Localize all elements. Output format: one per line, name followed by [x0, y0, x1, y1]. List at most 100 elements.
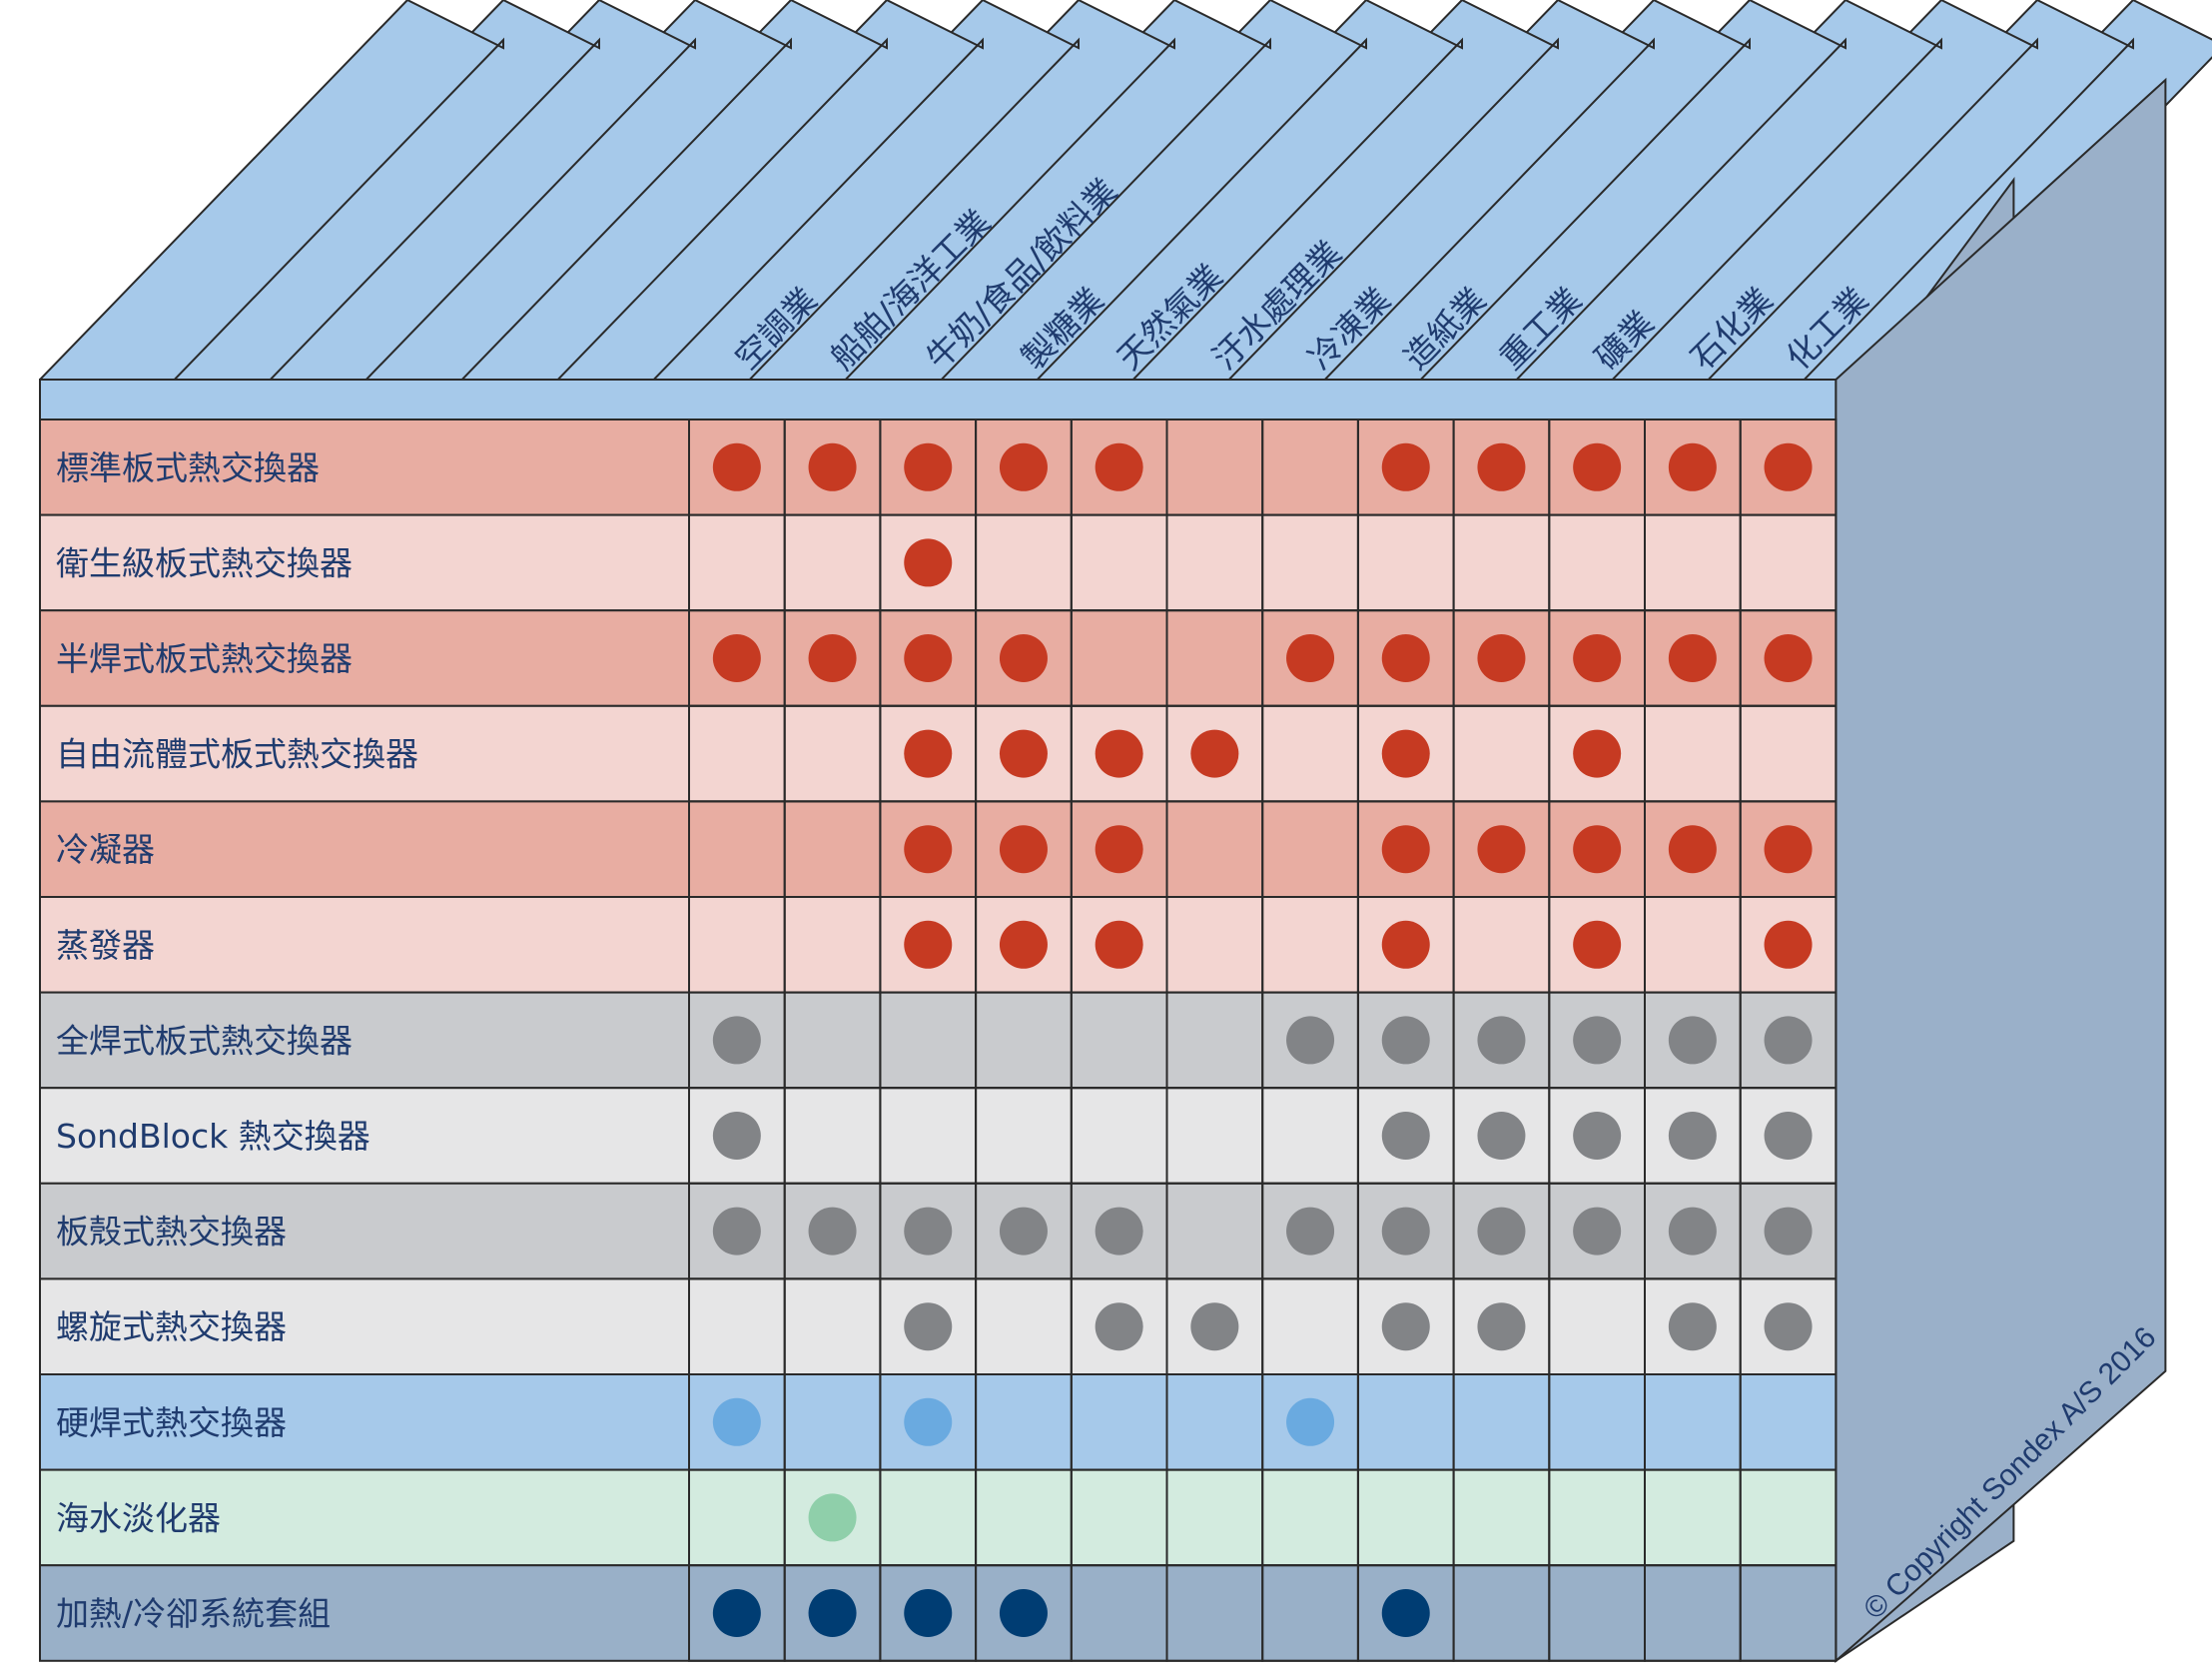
availability-dot: [1381, 1016, 1430, 1065]
availability-dot: [1095, 1207, 1143, 1256]
availability-dot: [1286, 634, 1335, 682]
row-label: 半焊式板式熱交換器: [56, 639, 353, 678]
availability-dot: [1668, 825, 1717, 874]
availability-dot: [1764, 1016, 1813, 1065]
row-label: 衛生級板式熱交換器: [56, 543, 353, 582]
availability-dot: [1668, 1207, 1717, 1256]
availability-dot: [1668, 442, 1717, 491]
matrix-body: [39, 419, 1838, 1662]
header-slab-layer: [39, 0, 2212, 1664]
matrix-row: [39, 1468, 1838, 1567]
availability-dot: [1477, 1016, 1526, 1065]
availability-dot: [1573, 825, 1622, 874]
matrix-row: [39, 419, 1838, 516]
row-label: 標準板式熱交換器: [56, 448, 320, 487]
availability-dot: [1764, 920, 1813, 969]
availability-dot: [904, 1302, 953, 1351]
matrix-row: [39, 991, 1838, 1090]
availability-dot: [1477, 442, 1526, 491]
availability-dot: [1764, 825, 1813, 874]
availability-dot: [1573, 1207, 1622, 1256]
availability-dot: [808, 1493, 857, 1542]
availability-dot: [1095, 825, 1143, 874]
row-label: 板殼式熱交換器: [56, 1213, 287, 1252]
availability-dot: [1764, 442, 1813, 491]
availability-dot: [1573, 442, 1622, 491]
row-label: SondBlock 熱交換器: [56, 1117, 370, 1156]
matrix-dots: [712, 442, 1813, 1637]
availability-dot: [712, 1016, 761, 1065]
availability-dot: [1190, 729, 1239, 778]
row-label: 海水淡化器: [56, 1498, 221, 1537]
availability-dot: [1477, 1112, 1526, 1160]
row-label: 自由流體式板式熱交換器: [56, 735, 418, 774]
availability-dot: [904, 442, 953, 491]
availability-dot: [1381, 1207, 1430, 1256]
availability-dot: [1668, 1112, 1717, 1160]
availability-dot: [1381, 442, 1430, 491]
row-label: 螺旋式熱交換器: [56, 1307, 287, 1346]
availability-dot: [1573, 634, 1622, 682]
availability-dot: [999, 1589, 1048, 1637]
availability-dot: [904, 1207, 953, 1256]
availability-dot: [999, 920, 1048, 969]
availability-dot: [904, 920, 953, 969]
availability-dot: [1095, 1302, 1143, 1351]
availability-dot: [1095, 442, 1143, 491]
availability-dot: [712, 1112, 761, 1160]
availability-dot: [712, 1589, 761, 1637]
availability-dot: [1764, 1112, 1813, 1160]
availability-dot: [1095, 920, 1143, 969]
availability-dot: [999, 729, 1048, 778]
availability-dot: [1764, 634, 1813, 682]
availability-dot: [1668, 1016, 1717, 1065]
row-label: 加熱/冷卻系統套組: [56, 1594, 331, 1633]
availability-dot: [904, 538, 953, 587]
availability-dot: [1381, 920, 1430, 969]
availability-dot: [1573, 729, 1622, 778]
availability-dot: [1286, 1397, 1335, 1446]
availability-dot: [1190, 1302, 1239, 1351]
availability-dot: [1381, 1112, 1430, 1160]
availability-dot: [712, 442, 761, 491]
availability-dot: [999, 1207, 1048, 1256]
matrix-row: [39, 1087, 1838, 1185]
row-label: 蒸發器: [56, 926, 155, 965]
availability-dot: [1477, 634, 1526, 682]
availability-dot: [1381, 729, 1430, 778]
header-front-band: [39, 379, 1838, 420]
matrix-cell: [1739, 1564, 1838, 1662]
availability-dot: [1095, 729, 1143, 778]
availability-dot: [1381, 825, 1430, 874]
availability-dot: [1668, 634, 1717, 682]
availability-dot: [904, 825, 953, 874]
availability-dot: [904, 634, 953, 682]
availability-dot: [1668, 1302, 1717, 1351]
availability-dot: [1286, 1207, 1335, 1256]
availability-dot: [1381, 1589, 1430, 1637]
availability-dot: [1477, 1302, 1526, 1351]
availability-dot: [808, 1207, 857, 1256]
availability-dot: [999, 825, 1048, 874]
availability-dot: [1381, 1302, 1430, 1351]
availability-dot: [1381, 634, 1430, 682]
availability-dot: [904, 1397, 953, 1446]
availability-dot: [712, 634, 761, 682]
availability-dot: [904, 729, 953, 778]
availability-dot: [1764, 1207, 1813, 1256]
availability-dot: [1573, 1016, 1622, 1065]
row-label: 全焊式板式熱交換器: [56, 1021, 353, 1060]
availability-dot: [904, 1589, 953, 1637]
availability-dot: [999, 634, 1048, 682]
availability-dot: [1286, 1016, 1335, 1065]
availability-dot: [1764, 1302, 1813, 1351]
availability-dot: [712, 1397, 761, 1446]
availability-dot: [999, 442, 1048, 491]
availability-dot: [1477, 1207, 1526, 1256]
availability-dot: [1573, 1112, 1622, 1160]
availability-dot: [808, 634, 857, 682]
row-label: 硬焊式熱交換器: [56, 1403, 287, 1442]
availability-dot: [712, 1207, 761, 1256]
row-label: 冷凝器: [56, 830, 155, 869]
